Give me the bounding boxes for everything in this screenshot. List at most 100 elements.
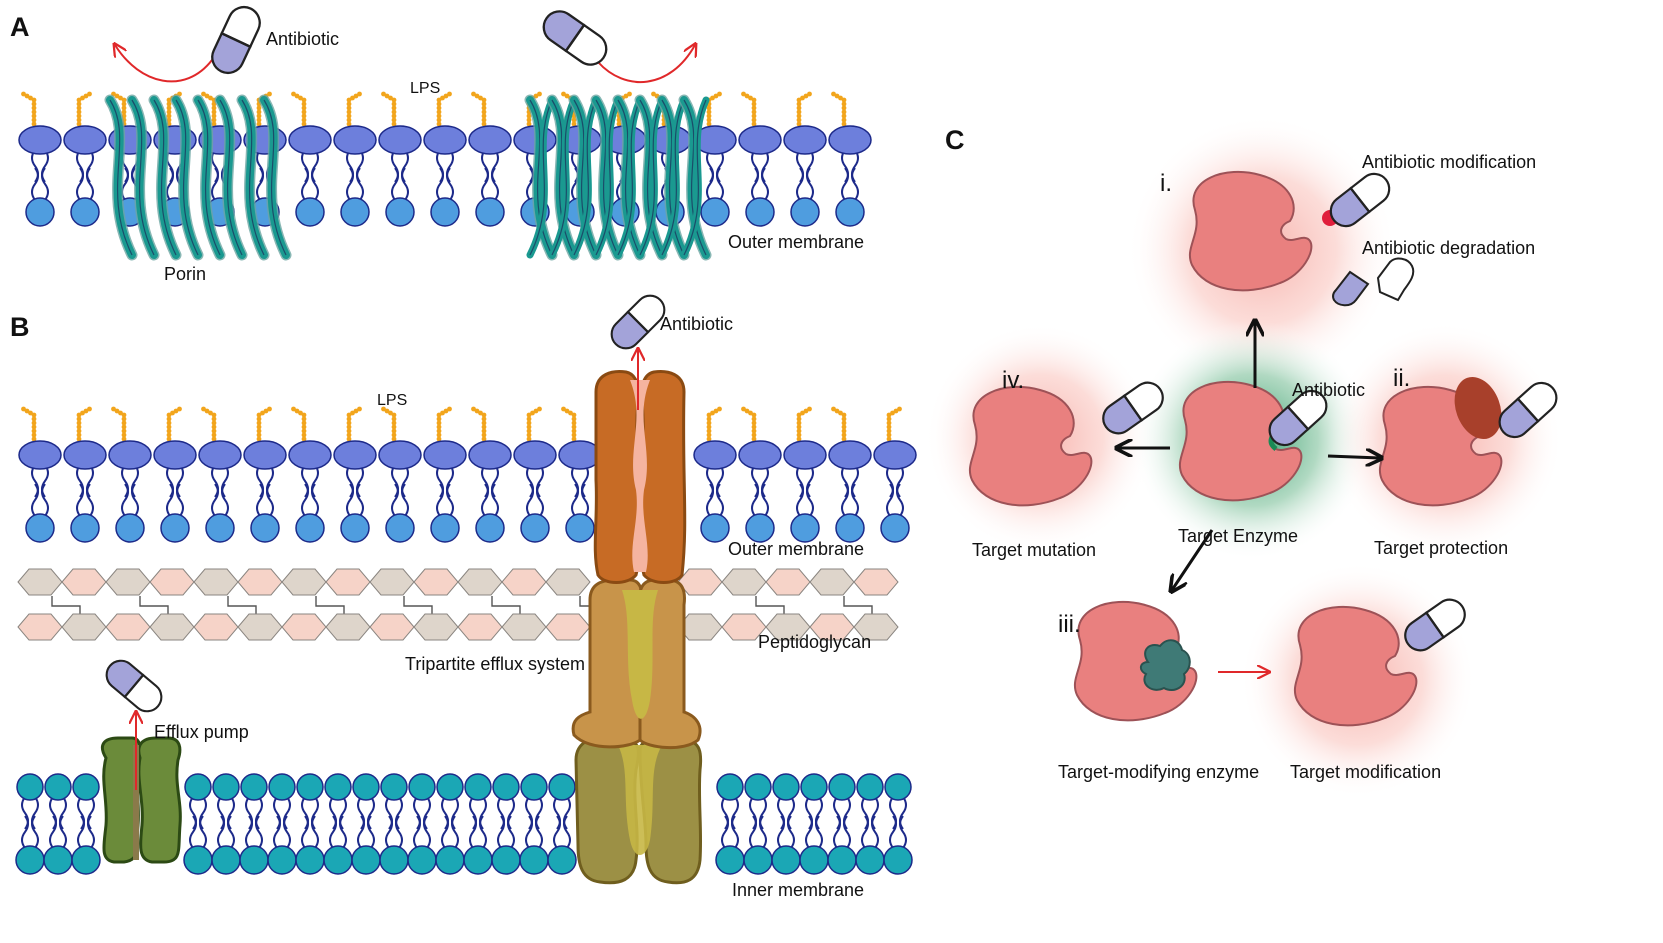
lipid-head	[700, 197, 730, 227]
lipid-head	[267, 845, 297, 875]
lipid-head	[212, 773, 240, 801]
lipid-head	[430, 513, 460, 543]
lipid-head	[63, 125, 107, 155]
peptidoglycan-sugar	[413, 568, 459, 596]
porin-barrel	[104, 94, 292, 261]
target-modifying-enzyme-label: Target-modifying enzyme	[1058, 762, 1259, 782]
peptidoglycan-sugar	[105, 613, 151, 641]
peptidoglycan-sugar	[765, 568, 811, 596]
lipid-head	[771, 845, 801, 875]
lipid-head	[783, 125, 827, 155]
target-enzymes	[968, 170, 1503, 727]
lipid-tails	[796, 149, 814, 201]
antibiotic-pills-c	[1102, 172, 1558, 652]
lipid-tails	[121, 464, 139, 517]
lipid-head	[520, 773, 548, 801]
peptidoglycan-sugar	[61, 568, 107, 596]
lipid-head	[18, 125, 62, 155]
lipid-tails	[497, 796, 515, 849]
lipid-head	[738, 125, 782, 155]
antibiotic-pill-icon	[211, 6, 261, 74]
lps-chain	[201, 406, 217, 442]
lipid-tails	[749, 796, 767, 849]
lipid-head	[288, 125, 332, 155]
lipid-head	[745, 197, 775, 227]
pill-shape	[105, 659, 163, 713]
lipid-tails	[441, 796, 459, 849]
lps-chain	[346, 91, 362, 127]
pill-shape	[1102, 381, 1164, 435]
lipid-head	[464, 773, 492, 801]
lipid-head	[828, 125, 872, 155]
lipid-head	[435, 845, 465, 875]
lipid-head	[72, 773, 100, 801]
lipid-tails	[76, 464, 94, 517]
target-enzyme-icon	[968, 385, 1093, 507]
lipid-tails	[346, 464, 364, 517]
lipid-tails	[77, 796, 95, 849]
lps-chain	[831, 406, 847, 442]
lipid-head	[198, 440, 242, 470]
lipid-head	[323, 845, 353, 875]
lipid-tails	[833, 796, 851, 849]
target-enzyme-icon	[1188, 170, 1313, 292]
lipid-tails	[841, 464, 859, 517]
peptidoglycan-sugar	[501, 568, 547, 596]
lipid-head	[715, 845, 745, 875]
porin-label: Porin	[164, 264, 206, 284]
lipid-head	[436, 773, 464, 801]
lipid-tails	[886, 464, 904, 517]
lipid-head	[184, 773, 212, 801]
lps-chain	[381, 91, 397, 127]
lipid-head	[884, 773, 912, 801]
lipid-head	[250, 513, 280, 543]
lipid-head	[423, 125, 467, 155]
outer-membrane-label-b: Outer membrane	[728, 539, 864, 559]
peptidoglycan-sugar	[149, 568, 195, 596]
lipid-head	[160, 513, 190, 543]
lipid-head	[378, 440, 422, 470]
lipid-head	[468, 440, 512, 470]
lipid-head	[71, 845, 101, 875]
lipid-tails	[571, 464, 589, 517]
lps-chain	[886, 406, 902, 442]
lps-chain	[21, 91, 37, 127]
arrow-to-ii	[1327, 456, 1380, 458]
peptidoglycan-layer	[17, 568, 899, 641]
antibiotic-modification-label: Antibiotic modification	[1362, 152, 1536, 172]
lipid-head	[333, 125, 377, 155]
peptidoglycan-sugar	[149, 613, 195, 641]
panel-a: A Antibiotic LPS Porin Outer membrane	[10, 6, 872, 284]
lipid-head	[340, 197, 370, 227]
lipid-head	[835, 197, 865, 227]
target-modification-label: Target modification	[1290, 762, 1441, 782]
lipid-head	[423, 440, 467, 470]
protection-protein	[1454, 377, 1502, 439]
lps-chain	[76, 91, 92, 127]
lipid-tails	[525, 796, 543, 849]
lipid-head	[211, 845, 241, 875]
lipid-tails	[301, 796, 319, 849]
lipid-head	[827, 845, 857, 875]
lipid-head	[565, 513, 595, 543]
peptidoglycan-sugar	[193, 568, 239, 596]
peptidoglycan-sugar	[369, 568, 415, 596]
lipid-head	[240, 773, 268, 801]
lipid-tails	[889, 796, 907, 849]
pill-shape	[211, 6, 261, 74]
lps-label-b: LPS	[377, 392, 407, 409]
inner-membrane-label: Inner membrane	[732, 880, 864, 900]
outer-membrane-bilayer-a	[18, 91, 872, 227]
lipid-head	[70, 513, 100, 543]
lipid-tails	[31, 149, 49, 201]
lps-chain	[21, 406, 37, 442]
degraded-antibiotic-icon	[1331, 257, 1415, 307]
lps-chain	[796, 91, 812, 127]
pill-shape	[1404, 598, 1466, 652]
peptidoglycan-sugar	[501, 613, 547, 641]
efflux-pump-label: Efflux pump	[154, 722, 249, 742]
lps-chain	[256, 406, 272, 442]
pill-shape	[1498, 381, 1558, 439]
lipid-tails	[436, 464, 454, 517]
